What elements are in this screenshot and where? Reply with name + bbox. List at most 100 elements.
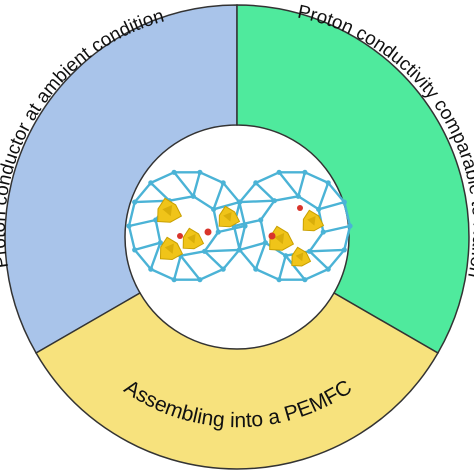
segment-bottom — [35, 291, 439, 470]
cage-right-node — [237, 247, 243, 253]
oxygen-atom-4 — [297, 205, 303, 211]
cluster-1-facet — [162, 205, 173, 217]
cage-right-bond — [254, 171, 281, 185]
cage-left-node — [171, 169, 177, 175]
cage-right-bond — [254, 267, 281, 281]
cluster-6-facet — [307, 216, 316, 226]
cage-right-node — [295, 193, 301, 199]
cage-right-node — [341, 199, 347, 205]
cage-left-bond — [192, 171, 202, 198]
cage-right-node — [253, 266, 259, 272]
cage-left-node — [211, 206, 217, 212]
cage-left-node — [132, 199, 138, 205]
cage-right-node — [258, 217, 264, 223]
oxygen-atom-1 — [204, 228, 212, 236]
cage-right-bond — [273, 195, 300, 202]
cage-left-bond — [154, 218, 162, 244]
cage-right-bond — [238, 181, 258, 204]
cage-right-bond — [232, 218, 262, 228]
cage-left-bond — [127, 200, 136, 228]
cage-left-bond — [127, 218, 157, 228]
cage-left-node — [132, 247, 138, 253]
cage-left-bond — [172, 171, 195, 198]
cage-right-node — [276, 169, 282, 175]
cage-left-bond — [149, 171, 176, 185]
cage-left-bond — [221, 248, 241, 271]
cage-left-bond — [149, 181, 171, 202]
cage-right-node — [302, 169, 308, 175]
cage-right-node — [237, 199, 243, 205]
cage-left-node — [197, 277, 203, 283]
cage-right-node — [283, 253, 289, 259]
cage-left-node — [126, 223, 132, 229]
cage-left-node — [148, 180, 154, 186]
cage-left-node — [202, 248, 208, 254]
cage-left-node — [197, 169, 203, 175]
cage-right-bond — [254, 181, 276, 202]
cage-left-bond — [203, 248, 241, 253]
oxygen-atom-2 — [268, 232, 276, 240]
oxygen-atom-3 — [177, 233, 183, 239]
cage-left-bond — [221, 181, 241, 204]
cage-left-bond — [198, 267, 225, 281]
cage-right-node — [276, 277, 282, 283]
cage-left-bond — [198, 171, 225, 185]
cage-right-bond — [277, 171, 300, 198]
cage-right-bond — [277, 254, 287, 281]
cage-right-bond — [308, 248, 346, 253]
cage-right-node — [307, 248, 313, 254]
cage-left-bond — [212, 200, 241, 211]
cage-right-bond — [297, 195, 320, 211]
cage-left-bond — [133, 248, 153, 271]
cage-right-node — [341, 247, 347, 253]
cage-right-bond — [343, 224, 352, 252]
cluster-4-facet — [223, 212, 232, 222]
cage-right-node — [325, 266, 331, 272]
cage-left-bond — [212, 181, 225, 211]
cage-right-node — [320, 229, 326, 235]
cage-right-bond — [317, 181, 330, 211]
cage-right-node — [302, 277, 308, 283]
cage-left-bond — [149, 267, 176, 281]
cage-left-bond — [172, 254, 182, 281]
cage-right-bond — [254, 241, 267, 271]
cage-right-bond — [327, 248, 346, 271]
cage-right-bond — [322, 224, 352, 234]
cage-right-bond — [343, 200, 352, 228]
cluster-2-facet — [187, 234, 196, 244]
cage-left-node — [148, 266, 154, 272]
cage-right-node — [316, 206, 322, 212]
cage-right-bond — [327, 181, 346, 204]
cluster-5-facet — [274, 233, 285, 245]
cage-right-node — [271, 198, 277, 204]
cage-right-bond — [297, 171, 307, 198]
cage-right-bond — [303, 171, 330, 185]
cage-left-bond — [238, 200, 247, 228]
cage-left-bond — [133, 181, 153, 204]
cage-left-node — [171, 277, 177, 283]
cage-left-bond — [192, 195, 215, 211]
cluster-7-facet — [295, 252, 304, 262]
cage-left-node — [153, 217, 159, 223]
cage-left-node — [220, 266, 226, 272]
cage-right-bond — [303, 267, 330, 281]
cage-left-node — [157, 240, 163, 246]
segment-right — [236, 4, 470, 355]
cage-left-bond — [203, 250, 225, 271]
cage-left-bond — [179, 250, 206, 257]
cage-right-bond — [238, 241, 267, 252]
cage-right-bond — [308, 250, 330, 271]
segment-left — [4, 4, 238, 355]
cage-left-bond — [212, 208, 220, 234]
mof-cage-structure-icon — [126, 169, 353, 283]
cage-right-node — [347, 223, 353, 229]
cage-right-bond — [259, 218, 267, 244]
cage-right-node — [325, 180, 331, 186]
cage-right-bond — [308, 230, 325, 253]
cage-left-bond — [179, 254, 202, 281]
cage-right-node — [253, 180, 259, 186]
cage-left-node — [220, 180, 226, 186]
cage-right-bond — [232, 224, 241, 252]
